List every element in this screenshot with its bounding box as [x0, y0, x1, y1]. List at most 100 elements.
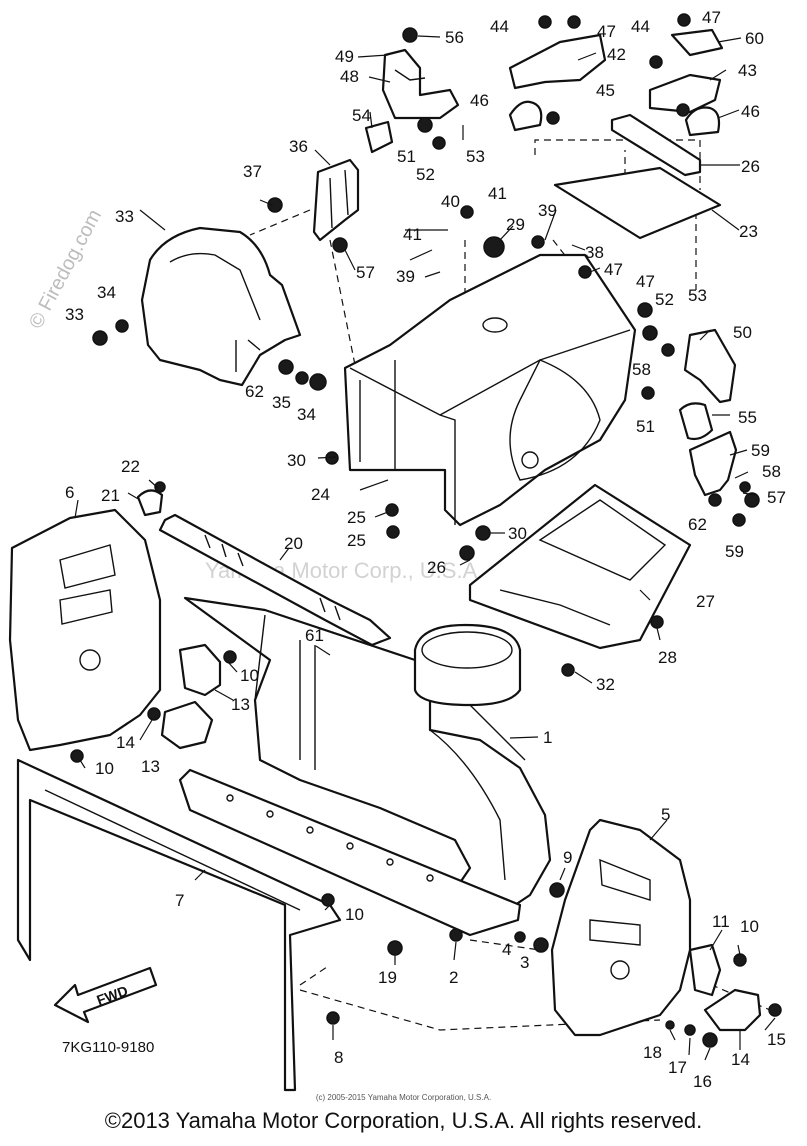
part-2-bar — [178, 768, 522, 937]
callout-47: 47 — [597, 22, 616, 41]
callout-53: 53 — [466, 147, 485, 166]
callout-30: 30 — [287, 451, 306, 470]
part-13-bracket-right — [703, 988, 762, 1032]
callout-62b: 62 — [245, 382, 264, 401]
callout-59: 59 — [725, 542, 744, 561]
callout-13b: 14 — [731, 1050, 750, 1069]
callout-34: 34 — [97, 283, 116, 302]
callout-39: 39 — [396, 267, 415, 286]
callout-14b: 15 — [767, 1030, 786, 1049]
callout-23: 24 — [311, 485, 330, 504]
callout-20: 21 — [101, 486, 120, 505]
part-6-side-plate — [8, 508, 162, 752]
callout-5: 5 — [661, 805, 670, 824]
callout-41b: 41 — [403, 225, 422, 244]
callout-25b: 26 — [427, 558, 446, 577]
callout-27: 27 — [696, 592, 715, 611]
callout-34b: 35 — [272, 393, 291, 412]
callout-62: 62 — [688, 515, 707, 534]
callout-46: 46 — [470, 91, 489, 110]
callout-35: 36 — [289, 137, 308, 156]
callout-21: 22 — [121, 457, 140, 476]
callout-41: 41 — [488, 184, 507, 203]
callout-7: 7 — [175, 891, 184, 910]
part-27-plate — [468, 483, 692, 650]
part-1-chute-base — [413, 623, 526, 761]
part-5-side-plate — [550, 818, 692, 1037]
callout-12: 13 — [231, 695, 250, 714]
part-13-bracket-left — [160, 700, 214, 750]
callout-30b: 30 — [508, 524, 527, 543]
callout-52b: 52 — [655, 290, 674, 309]
callout-58: 59 — [751, 441, 770, 460]
part-7-scraper — [16, 758, 342, 1092]
callout-51: 51 — [397, 147, 416, 166]
callout-33: 33 — [65, 305, 84, 324]
part-43-mount — [648, 73, 722, 114]
callout-26: 26 — [741, 157, 760, 176]
part-22-plate — [553, 166, 722, 240]
callout-33b: 34 — [297, 405, 316, 424]
callout-10c: 10 — [345, 905, 364, 924]
part-12-bracket — [178, 643, 222, 697]
callout-14: 14 — [116, 733, 135, 752]
callout-17: 18 — [643, 1043, 662, 1062]
callout-47b: 47 — [702, 8, 721, 27]
callout-18: 19 — [378, 968, 397, 987]
part-11-bracket — [688, 943, 722, 997]
callout-47d: 47 — [636, 272, 655, 291]
callout-57: 58 — [762, 462, 781, 481]
part-35-bracket — [312, 158, 360, 242]
callout-3: 3 — [520, 953, 529, 972]
callout-60: 60 — [745, 29, 764, 48]
part-60-plate — [670, 28, 724, 57]
part-48-49-bracket — [381, 48, 460, 120]
callout-45: 45 — [596, 81, 615, 100]
part-23-frame — [343, 253, 637, 527]
callout-56: 57 — [767, 488, 786, 507]
fwd-arrow-icon: FWD — [53, 966, 158, 1024]
callout-6: 6 — [65, 483, 74, 502]
part-code: 7KG110-9180 — [62, 1039, 154, 1056]
callout-53b: 53 — [688, 286, 707, 305]
callout-24: 25 — [347, 508, 366, 527]
part-46-mount-right — [684, 106, 721, 137]
callout-55: 56 — [445, 28, 464, 47]
callout-19: 20 — [284, 534, 303, 553]
callout-15: 16 — [693, 1072, 712, 1091]
part-54-bushing-top — [364, 120, 394, 154]
callout-29: 29 — [506, 215, 525, 234]
callout-46b: 46 — [741, 102, 760, 121]
callout-13: 13 — [141, 757, 160, 776]
callout-1: 1 — [543, 728, 552, 747]
part-50-bracket — [683, 328, 737, 404]
callout-11: 11 — [712, 912, 730, 931]
callout-55b: 57 — [356, 263, 375, 282]
part-54-bushing-right — [678, 402, 714, 441]
callout-31: 32 — [596, 675, 615, 694]
part-46-mount-left — [508, 100, 543, 132]
callout-42: 42 — [607, 45, 626, 64]
callout-44: 44 — [490, 17, 509, 36]
callout-8: 8 — [334, 1048, 343, 1067]
callout-55c: 58 — [632, 360, 651, 379]
callout-38: 39 — [538, 201, 557, 220]
callout-43: 43 — [738, 61, 757, 80]
callout-9: 9 — [563, 848, 572, 867]
callout-2: 2 — [449, 968, 458, 987]
leader-lines — [74, 35, 776, 1061]
callout-54b: 55 — [738, 408, 757, 427]
part-58-bracket — [688, 430, 738, 497]
callout-54: 54 — [352, 106, 371, 125]
callout-4: 4 — [502, 940, 511, 959]
callout-25: 25 — [347, 531, 366, 550]
callout-16: 17 — [668, 1058, 687, 1077]
callout-numbers: 56 49 48 54 51 52 53 44 47 42 46 45 44 4… — [65, 8, 786, 1091]
callout-44b: 44 — [631, 17, 650, 36]
callout-48: 48 — [340, 67, 359, 86]
callout-40: 40 — [441, 192, 460, 211]
callout-10b: 10 — [95, 759, 114, 778]
callout-49: 49 — [335, 47, 354, 66]
part-19-shaft — [158, 513, 392, 647]
callout-52: 52 — [416, 165, 435, 184]
